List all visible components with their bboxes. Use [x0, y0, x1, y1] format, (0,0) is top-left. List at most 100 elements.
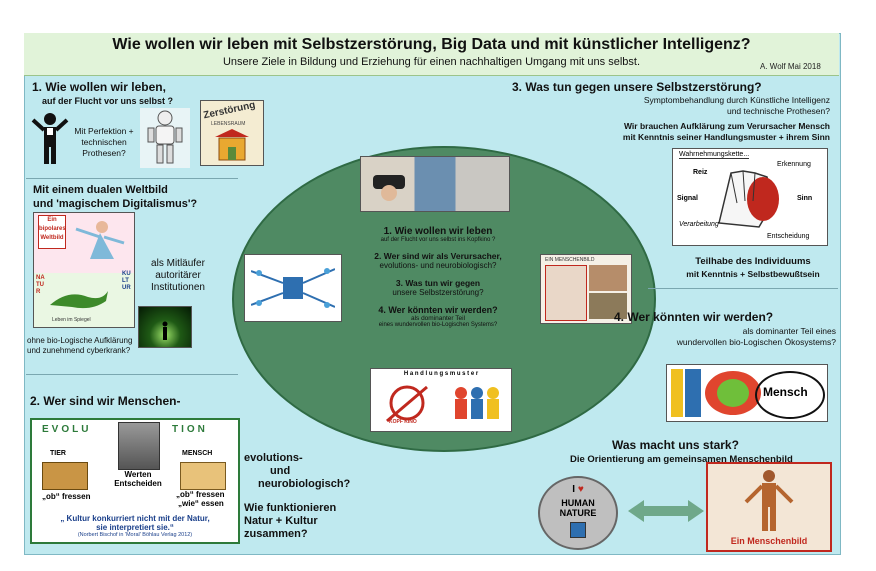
mitlaeufer-text: als Mitläufer autoritärer Institutionen [142, 258, 214, 294]
faces-grid [118, 422, 160, 470]
yellow-block [671, 369, 683, 417]
werten-entscheiden-text: Werten Entscheiden [110, 470, 166, 488]
center-q3: 3. Was tun wir gegen [395, 278, 481, 288]
author-credit: A. Wolf Mai 2018 [760, 62, 821, 71]
quote-line-1: „ Kultur konkurriert nicht mit der Natur… [60, 514, 210, 523]
section4-line-2: wundervollen bio-Logischen Ökosystems? [676, 337, 836, 347]
dancer-icon [75, 221, 125, 259]
lebensraum-label: LEBENSRAUM [211, 121, 246, 127]
robot-icon [140, 108, 190, 168]
stick-figure-icon [31, 113, 69, 164]
ohne-aufklaerung-text: ohne bio-Logische Aufklärung und zunehme… [27, 336, 132, 356]
human-nature-badge: I ♥ HUMAN NATURE [538, 476, 618, 550]
lizard-icon [50, 291, 108, 309]
evolu-label: EVOLU [42, 424, 92, 435]
perfektion-text: Mit Perfektion + technischen Prothesen? [72, 126, 136, 159]
section3-heading: 3. Was tun gegen unsere Selbstzerstörung… [512, 80, 762, 94]
food-picture [180, 462, 226, 490]
center-questions: 1. Wie wollen wir leben auf der Flucht v… [350, 226, 526, 328]
wahrnehmungskette-image: Wahrnehmungskette... Erkennung Reiz Sign… [672, 148, 828, 246]
big-data-image [244, 254, 342, 322]
mensch-label: Mensch [763, 385, 808, 399]
circuit-network-icon [251, 268, 335, 308]
earth-thumbnail [570, 522, 586, 538]
i-love-line: I ♥ [540, 484, 616, 495]
handlungsmuster-label: H a n d l u n g s m u s t e r [403, 371, 479, 377]
section2-heading: 2. Wer sind wir Menschen- [30, 394, 181, 408]
section3-line-3: Wir brauchen Aufklärung zum Verursacher … [623, 121, 830, 131]
verarbeitung-label: Verarbeitung [679, 221, 719, 228]
i-label: I [572, 484, 576, 495]
bipolar-worldview-image: Ein bipolares Weltbild NATUR KULTUR Lebe… [33, 212, 135, 328]
bipolar-label-box: Ein bipolares Weltbild [38, 215, 66, 249]
evo-question: evolutions- und neurobiologisch? [244, 452, 350, 491]
center-q1-sub: auf der Flucht vor uns selbst ins Kopfki… [380, 237, 496, 243]
section4-text: als dominanter Teil eines wundervollen b… [600, 326, 836, 348]
teilhabe-line-2: mit Kenntnis + Selbstbewußtsein [686, 269, 820, 279]
center-q4-sub: als dominanter Teil [410, 315, 466, 322]
mitlaeufer-line-2: autoritärer [155, 270, 201, 281]
quote-source: (Norbert Bischof in 'Moral' Böhlau Verla… [77, 532, 193, 538]
kultur-quote: „ Kultur konkurriert nicht mit der Natur… [36, 514, 234, 532]
puppets-icon [455, 387, 499, 419]
double-arrow-icon [628, 500, 704, 522]
bipolar-bipolares: bipolares [39, 226, 66, 232]
sinn-label: Sinn [797, 195, 813, 202]
signal-label: Signal [677, 195, 699, 202]
heart-icon: ♥ [577, 484, 584, 495]
human-label: HUMAN [561, 498, 595, 508]
bipolar-ein: Ein [47, 217, 57, 223]
section3-line-2: und technische Prothesen? [726, 106, 830, 116]
section4-line-1: als dominanter Teil eines [742, 326, 836, 336]
hand-brain-icon [718, 170, 779, 228]
werten-label: Werten [124, 470, 152, 479]
divider-left-1 [26, 178, 238, 179]
blue-block [685, 369, 701, 417]
dual-heading-1: Mit einem dualen Weltbild [33, 184, 168, 196]
evo-line-1: evolutions- [244, 452, 303, 464]
entscheiden-label: Entscheiden [114, 479, 162, 488]
teilhabe-text: Teilhabe des Individuums mit Kenntnis + … [676, 256, 830, 280]
section1-subheading: auf der Flucht vor uns selbst ? [42, 96, 174, 106]
title-bar [24, 33, 839, 76]
ein-menschenbild-label-bottom: Ein Menschenbild [730, 536, 808, 546]
figures-circle-icon [386, 385, 428, 423]
mensch-label: MENSCH [182, 450, 213, 457]
wie-essen-label: „wie“ essen [178, 499, 224, 508]
vr-headset-image [360, 156, 510, 212]
evo-line-3: neurobiologisch? [258, 478, 351, 490]
figure-silhouette-icon [162, 321, 168, 340]
section4-heading: 4. Wer könnten wir werden? [614, 310, 774, 324]
kette-label: Wahrnehmungskette... [679, 151, 750, 159]
handlungsmuster-image: H a n d l u n g s m u s t e r KOPF KINO [370, 368, 512, 432]
menschenbild-collage: EIN MENSCHENBILD [540, 254, 632, 324]
ob-fressen-left: „ob“ fressen [42, 492, 91, 501]
photo-tile-1 [589, 265, 627, 291]
orientierung-text: Die Orientierung am gemeinsamen Menschen… [570, 454, 793, 465]
divider-left-2 [26, 374, 238, 375]
center-q3-sub: unsere Selbstzerstörung? [392, 288, 484, 297]
mitlaeufer-line-3: Institutionen [151, 282, 205, 293]
nature-label: NATURE [559, 508, 597, 518]
green-core [717, 379, 749, 407]
oekosystem-image: Mensch [666, 364, 828, 422]
section3-line-1: Symptombehandlung durch Künstliche Intel… [643, 95, 830, 105]
stark-heading: Was macht uns stark? [612, 438, 739, 452]
anatomy-tile [545, 265, 587, 321]
perfektion-line-3: Prothesen? [82, 148, 126, 158]
poster-title: Wie wollen wir leben mit Selbstzerstörun… [112, 36, 751, 53]
divider-right [648, 288, 838, 289]
dark-forest-image [138, 306, 192, 348]
section3-text: Symptombehandlung durch Künstliche Intel… [580, 95, 830, 143]
quote-line-2: sie interpretiert sie.“ [96, 523, 174, 532]
kultur-vertical-label: KULTUR [122, 271, 131, 291]
leopard-picture [42, 462, 88, 490]
ohne-line-2: und zunehmend cyberkrank? [27, 346, 131, 355]
zerstoerung-label: Zerstörung [202, 99, 257, 122]
wie-line-3: zusammen? [244, 528, 308, 540]
center-q4: 4. Wer könnten wir werden? [378, 305, 498, 315]
center-q4-sub2: eines wundervollen bio-Logischen Systems… [378, 322, 498, 328]
dual-heading-2: und 'magischem Digitalismus'? [33, 198, 198, 210]
menschenbild-image: Ein Menschenbild [706, 462, 832, 552]
perfektion-line-1: Mit Perfektion + [74, 126, 134, 136]
